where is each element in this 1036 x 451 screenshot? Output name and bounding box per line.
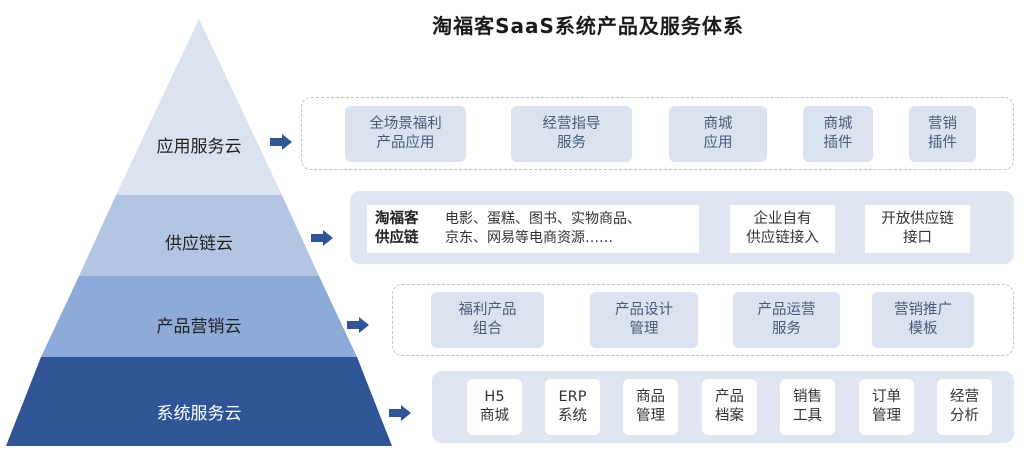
supply-chain-main-box: 淘福客 供应链 电影、蛋糕、图书、实物商品、 京东、网易等电商资源…… <box>367 205 699 253</box>
pyramid <box>6 19 392 446</box>
app-item-marketing-plugin: 营销 插件 <box>909 106 976 162</box>
supply-item-open-api: 开放供应链 接口 <box>865 205 970 253</box>
system-item-order-management: 订单 管理 <box>859 379 914 435</box>
marketing-item-design-management: 产品设计 管理 <box>590 292 698 348</box>
app-item-mall-application: 商城 应用 <box>669 106 767 162</box>
arrow-right-icon <box>270 134 292 150</box>
marketing-item-operation-service: 产品运营 服务 <box>733 292 840 348</box>
diagram-title: 淘福客SaaS系统产品及服务体系 <box>432 14 744 38</box>
pyramid-level-application <box>116 19 282 195</box>
arrow-right-icon <box>347 317 369 333</box>
pyramid-level-supply-chain <box>79 195 319 276</box>
level-label-application: 应用服务云 <box>156 137 242 157</box>
system-item-product-archive: 产品 档案 <box>702 379 757 435</box>
pyramid-level-marketing <box>41 276 357 357</box>
level-label-supply-chain: 供应链云 <box>165 234 233 254</box>
system-item-erp: ERP 系统 <box>545 379 600 435</box>
app-item-mall-plugin: 商城 插件 <box>803 106 873 162</box>
system-item-h5-mall: H5 商城 <box>467 379 522 435</box>
system-item-sales-tools: 销售 工具 <box>780 379 835 435</box>
level-label-marketing: 产品营销云 <box>156 317 242 337</box>
supply-chain-name: 淘福客 供应链 <box>375 211 419 246</box>
supply-chain-resources: 电影、蛋糕、图书、实物商品、 京东、网易等电商资源…… <box>445 211 641 246</box>
system-item-business-analysis: 经营 分析 <box>937 379 992 435</box>
arrow-right-icon <box>311 230 333 246</box>
system-item-product-management: 商品 管理 <box>623 379 678 435</box>
marketing-item-product-combo: 福利产品 组合 <box>431 292 544 348</box>
marketing-item-promotion-template: 营销推广 模板 <box>872 292 974 348</box>
arrow-right-icon <box>389 405 411 421</box>
level-label-system: 系统服务云 <box>156 404 242 424</box>
app-item-business-guidance: 经营指导 服务 <box>511 106 632 162</box>
pyramid-level-system <box>6 357 392 446</box>
supply-item-own-supply-chain: 企业自有 供应链接入 <box>730 205 835 253</box>
app-item-welfare-products: 全场景福利 产品应用 <box>345 106 466 162</box>
